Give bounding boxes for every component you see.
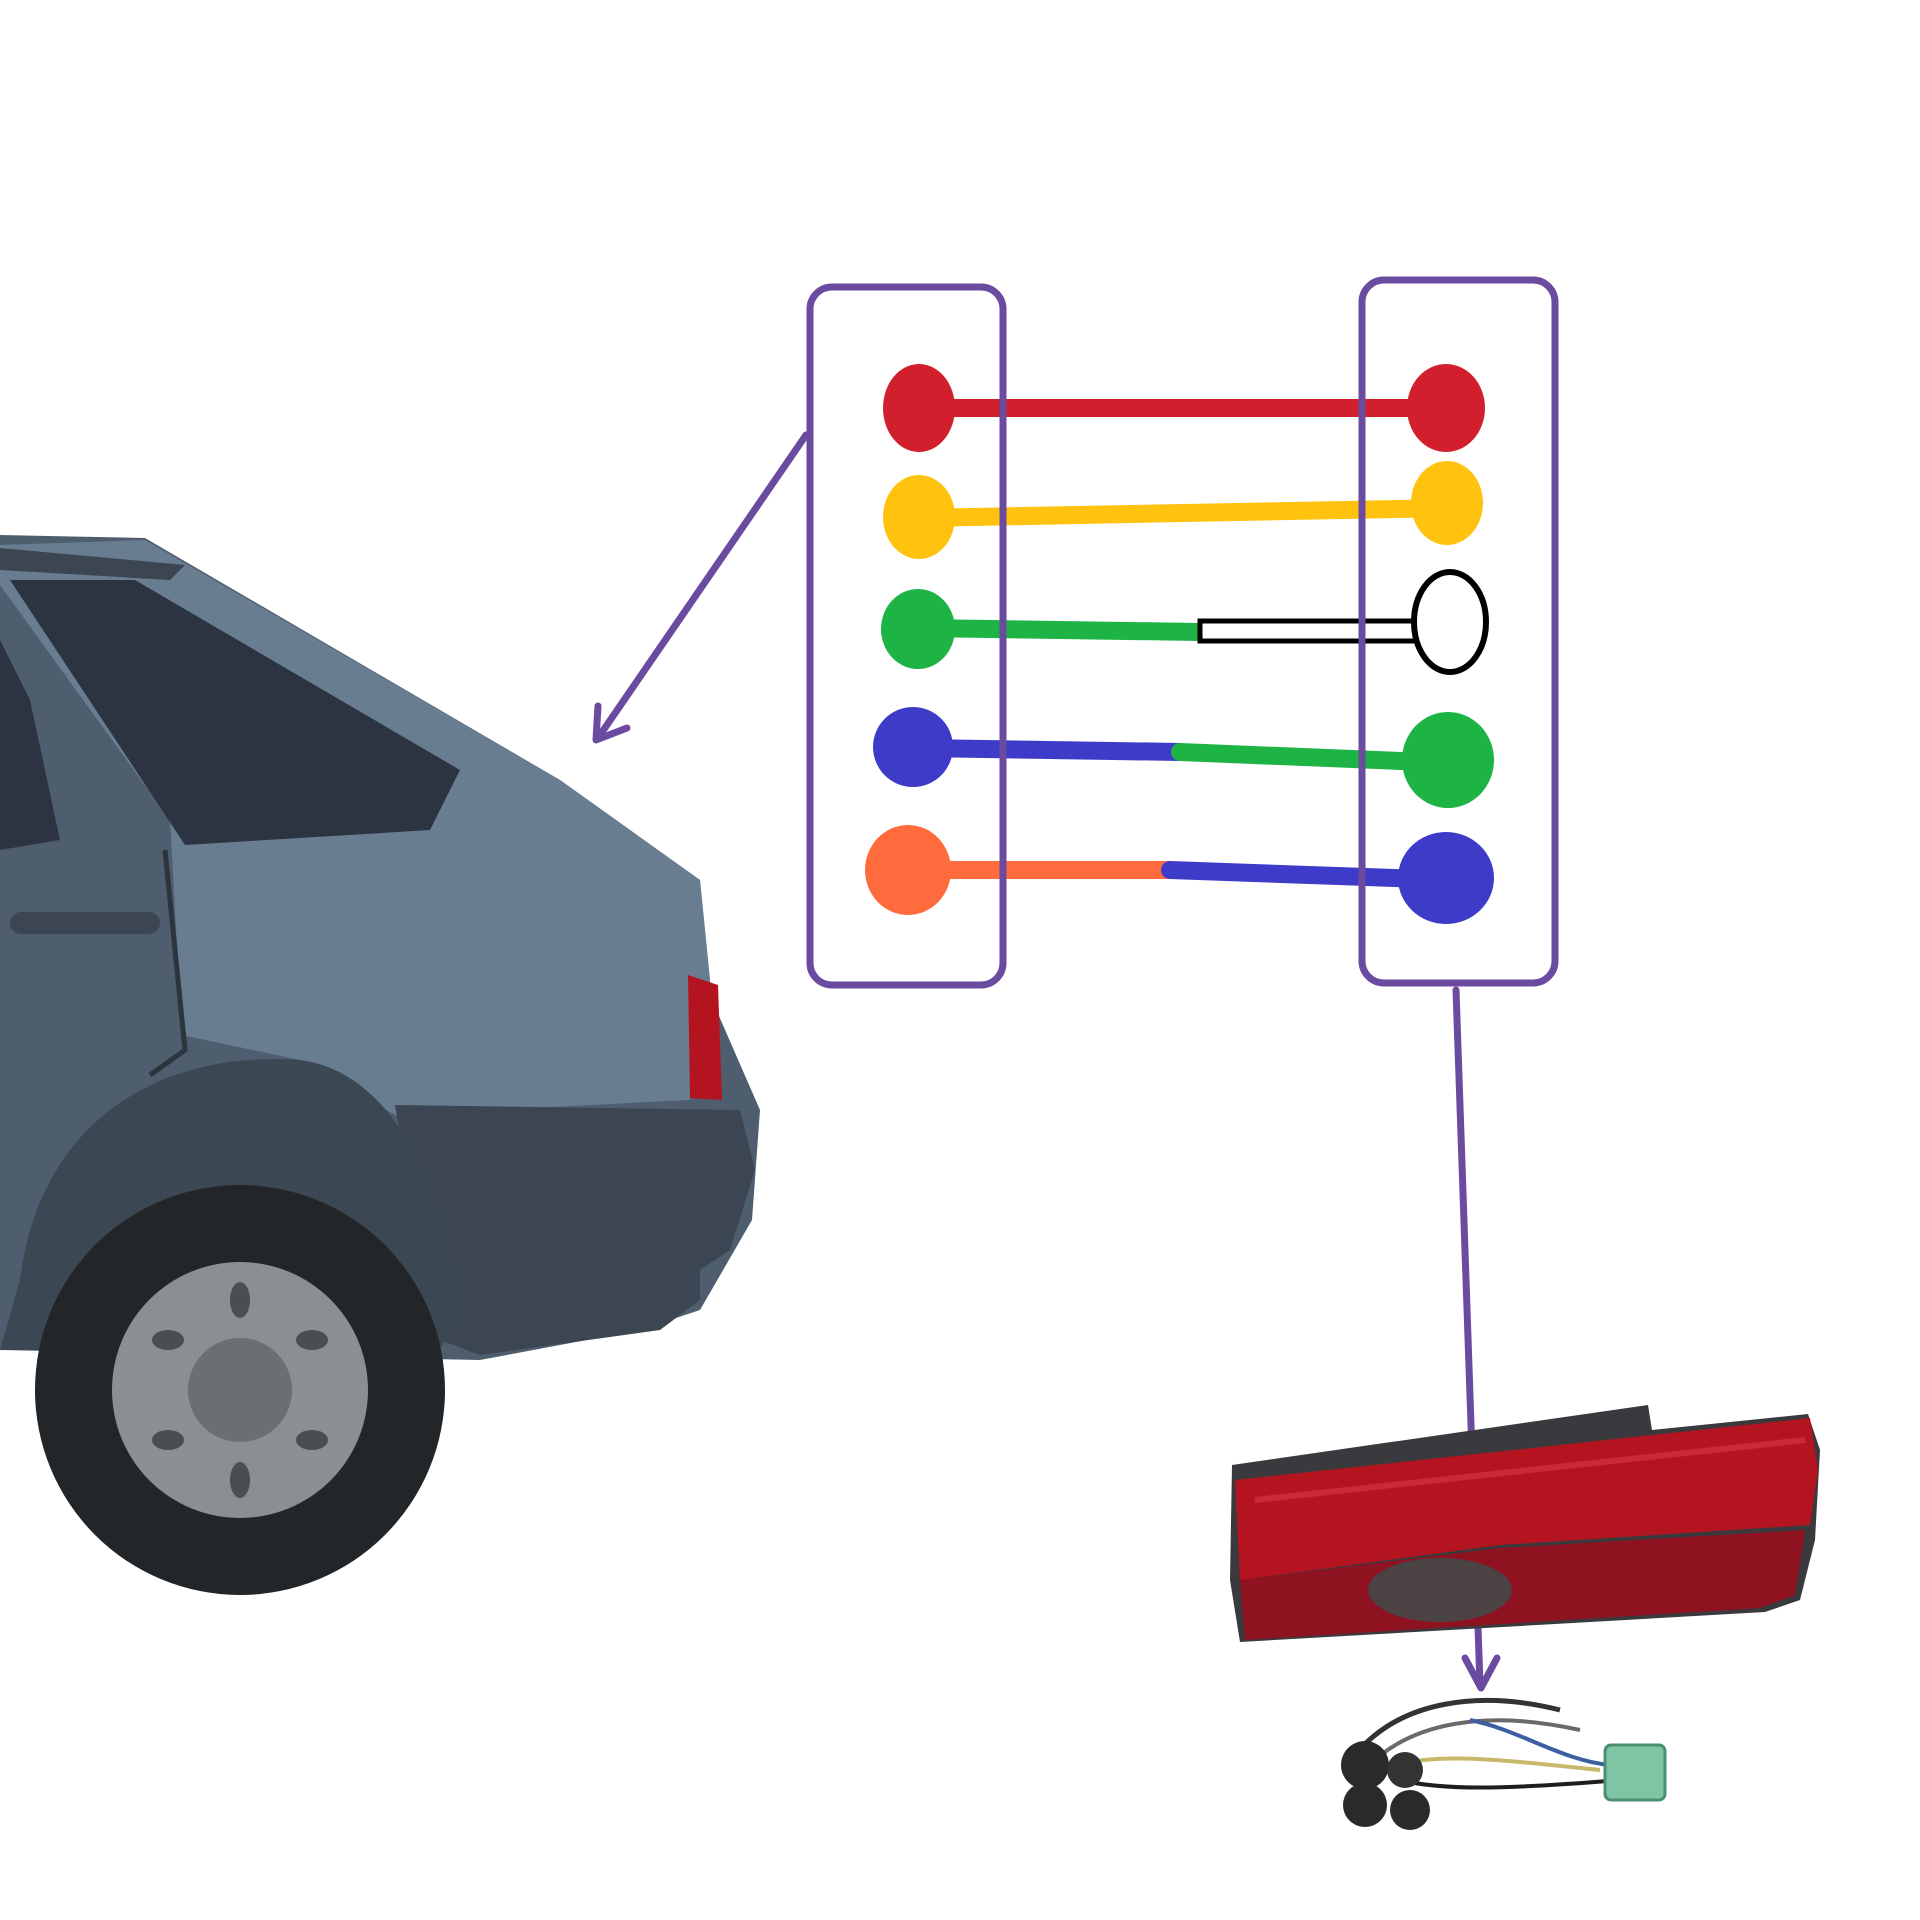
car-door-handle <box>10 912 160 934</box>
harness-socket-1 <box>1341 1741 1389 1789</box>
harness-socket-3 <box>1390 1790 1430 1830</box>
left-pin-yellow <box>883 475 955 559</box>
wire-green <box>920 628 1200 632</box>
tail-lamp-reflector <box>1368 1558 1512 1622</box>
wire-unconnected-segment <box>1200 621 1422 641</box>
left-pin-blue <box>873 707 953 787</box>
right-pin-red <box>1407 364 1485 452</box>
wiring-harness-illustration <box>1341 1700 1665 1830</box>
left-pin-green <box>881 589 955 669</box>
tail-lamp-illustration <box>1230 1405 1820 1642</box>
car-tail-lamp-side <box>688 975 722 1100</box>
right-pin-blue <box>1398 832 1494 924</box>
left-pin-red <box>883 364 955 452</box>
harness-plug <box>1605 1745 1665 1800</box>
harness-socket-2 <box>1343 1783 1387 1827</box>
wire-blue-segment <box>920 748 1180 752</box>
arrow-to-car <box>596 435 806 740</box>
left-pins <box>865 364 955 915</box>
car-rear-illustration <box>0 535 760 1595</box>
car-wheel-hub <box>188 1338 292 1442</box>
harness-socket-4 <box>1387 1752 1423 1788</box>
right-pin-green <box>1402 712 1494 808</box>
right-pin-unconnected <box>1414 572 1486 672</box>
right-pins <box>1398 364 1494 924</box>
right-pin-yellow <box>1411 461 1483 545</box>
left-pin-orange <box>865 825 951 915</box>
